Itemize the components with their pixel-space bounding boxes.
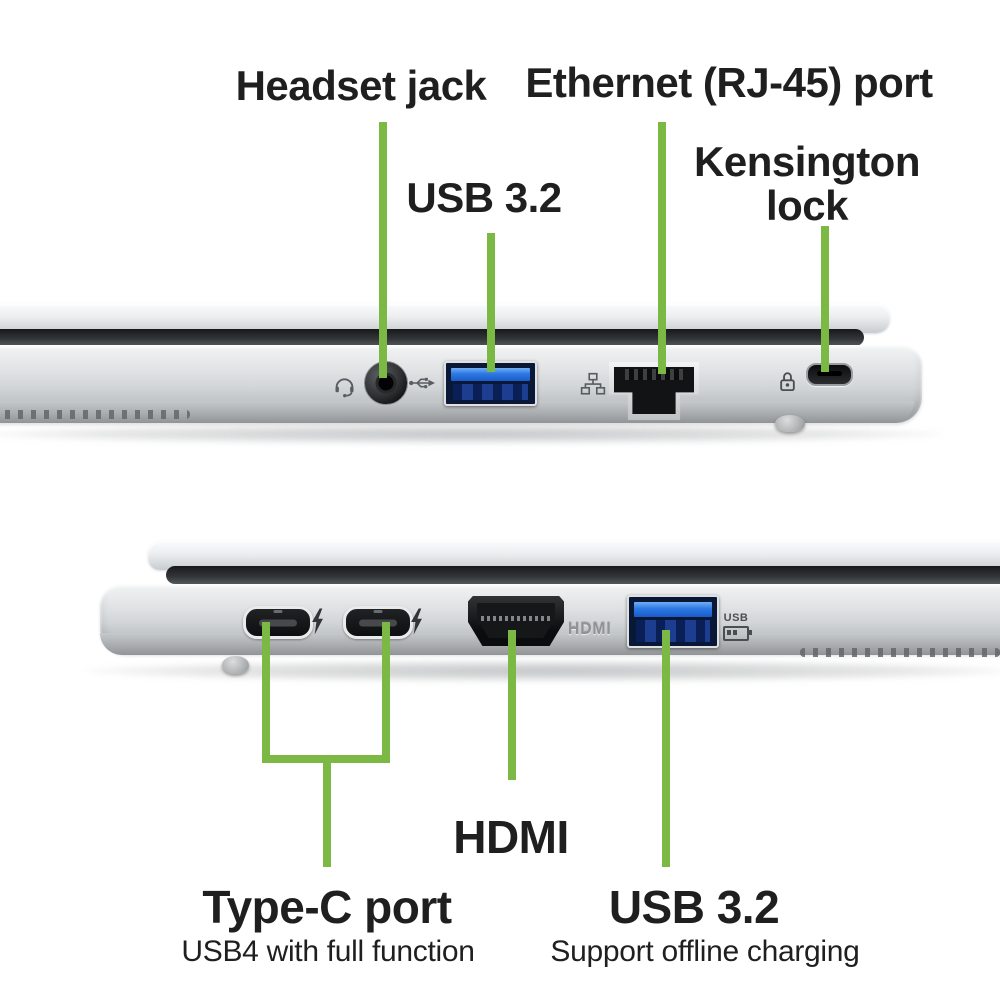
usb-charging-icon: USB: [718, 613, 754, 641]
label-hdmi: HDMI: [453, 811, 569, 863]
laptop-top-rubber-foot: [775, 415, 805, 432]
usb-c-port-1: [243, 606, 313, 639]
usb-c-1-nub: [273, 610, 283, 613]
kensington-lock-icon: [780, 372, 795, 392]
laptop-top-vent-grille: [0, 410, 190, 419]
label-typec-title: Type-C port: [202, 881, 452, 933]
usb-c-2-slot: [359, 619, 397, 626]
usb-a-top-pins: [453, 384, 528, 400]
hdmi-pins: [481, 616, 551, 621]
label-headset-jack: Headset jack: [235, 62, 487, 109]
label-typec-sub: USB4 with full function: [181, 935, 475, 968]
label-kensington-line2: lock: [765, 181, 849, 229]
hdmi-port: [468, 596, 564, 646]
laptop-top-shadow: [0, 424, 945, 444]
headset-icon: [335, 378, 354, 398]
usb-icon: [409, 377, 435, 389]
connector-kensington: [821, 226, 829, 372]
label-kensington-lock: Kensington lock: [694, 140, 920, 227]
battery-cell: [733, 630, 737, 635]
usb-charging-icon-text: USB: [723, 612, 749, 624]
usb-a-port-bottom: [627, 595, 719, 648]
laptop-bottom-lid: [148, 540, 1000, 570]
usb-c-2-nub: [373, 610, 383, 613]
label-ethernet-port: Ethernet (RJ-45) port: [525, 59, 933, 106]
usb-a-bottom-tongue: [634, 602, 712, 617]
connector-usb32-bottom: [662, 630, 670, 867]
laptop-top-lid: [0, 303, 890, 333]
battery-terminal: [749, 630, 752, 635]
laptop-bottom-rubber-foot: [222, 656, 249, 674]
usb-c-1-slot: [259, 619, 297, 626]
label-usb32-title: USB 3.2: [608, 881, 780, 933]
connector-usbc-stem: [323, 755, 331, 867]
ethernet-icon: [580, 372, 606, 395]
usb-c-port-2: [343, 606, 413, 639]
laptop-bottom-vent-grille: [800, 648, 1000, 657]
kensington-lock-slot: [806, 363, 853, 386]
label-kensington-line1: Kensington: [694, 138, 920, 185]
usb-a-port-top: [444, 361, 537, 406]
label-usb32-sub: Support offline charging: [550, 935, 860, 968]
connector-usbc1: [262, 622, 270, 763]
usb-a-bottom-pins: [636, 620, 710, 642]
connector-usbc2: [382, 622, 390, 763]
kensington-slot-slit: [817, 371, 842, 376]
connector-usb32-top: [487, 233, 495, 372]
laptop-bottom-hinge-gap: [166, 566, 1000, 584]
laptop-bottom-shadow: [85, 660, 1000, 682]
label-usb32-top: USB 3.2: [406, 174, 562, 221]
rj45-pins: [625, 369, 683, 380]
usb-a-top-tongue: [451, 368, 530, 381]
connector-headset: [379, 122, 387, 378]
battery-cell: [727, 630, 731, 635]
laptop-top-bottom-bevel: [0, 401, 914, 423]
laptop-top-hinge-gap: [0, 329, 864, 346]
connector-ethernet: [658, 122, 666, 374]
usb-charging-battery: [723, 626, 752, 641]
thunderbolt-icon: [312, 608, 323, 635]
thunderbolt-icon: [411, 608, 422, 635]
connector-hdmi: [508, 630, 516, 780]
hdmi-embossed-logo: HDMI: [568, 619, 612, 638]
